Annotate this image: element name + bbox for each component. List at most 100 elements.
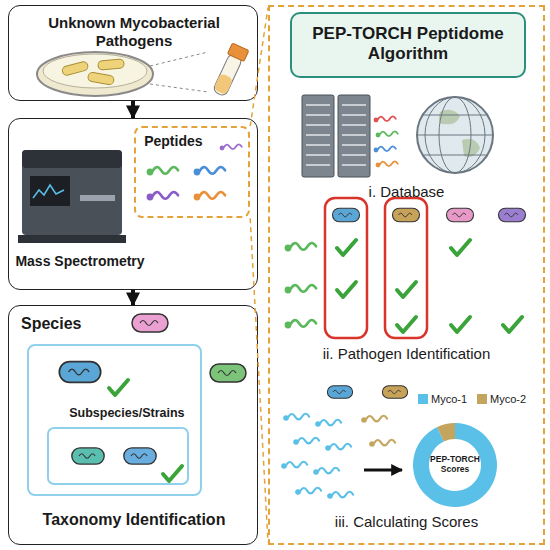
subspecies-box: Subspecies/Strains [27, 344, 202, 496]
box-title: Peptides [144, 133, 224, 150]
donut-label: PEP-TORCH Scores [428, 454, 482, 474]
check-mark [451, 240, 470, 255]
peptide [281, 462, 307, 469]
box-title: PEP-TORCH Peptidome Algorithm [300, 24, 516, 65]
process-box: Unknown Mycobacterial Pathogens [8, 5, 258, 101]
peptide [315, 420, 341, 427]
spectrometer-base [18, 235, 126, 243]
legend-label: Myco-1 [431, 393, 467, 405]
spectrometer-slot [80, 195, 115, 201]
spectrometer-top [22, 150, 122, 168]
bacterium [327, 386, 352, 399]
peptide [285, 243, 316, 252]
peptide [313, 468, 339, 475]
process-box: SpeciesTaxonomy Identification Subspecies… [8, 305, 258, 545]
peptide [295, 488, 321, 495]
globe-land [439, 110, 480, 157]
peptide-box: Peptides [134, 126, 250, 218]
bacterium [132, 314, 168, 332]
peptide [361, 416, 387, 423]
legend-label: Myco-2 [490, 393, 526, 405]
algorithm-panel: i. Databaseii. Pathogen Identificationii… [268, 5, 545, 545]
box-heading: Species [21, 314, 101, 333]
box-title: Taxonomy Identification [17, 510, 251, 529]
check-mark [397, 317, 416, 332]
bacillus [61, 61, 88, 76]
check-mark [109, 380, 128, 395]
match-highlight [385, 198, 427, 338]
bacillus [98, 59, 125, 70]
spectrometer-screen [30, 176, 70, 206]
peptide [220, 144, 242, 150]
step-heading: ii. Pathogen Identification [270, 345, 543, 363]
peptide [285, 320, 316, 329]
process-box: Mass Spectrometry Peptides [8, 118, 258, 290]
peptide [147, 167, 178, 176]
bacterium [59, 362, 100, 383]
bacillus [87, 72, 114, 85]
spectrometer-body [22, 150, 122, 235]
score-donut: PEP-TORCH Scores [413, 423, 497, 507]
tube-liquid [213, 73, 233, 95]
peptide [325, 444, 351, 451]
globe [417, 97, 493, 173]
check-mark [163, 466, 182, 481]
zoom-connector [250, 218, 268, 542]
legend-swatch [418, 394, 428, 404]
peptide [194, 192, 225, 201]
strain-box [48, 428, 188, 484]
sample-tube [211, 43, 249, 98]
spectrum-trace [33, 185, 64, 198]
petri-dish [37, 52, 153, 96]
legend-swatch [477, 394, 487, 404]
server-slots [306, 105, 366, 165]
bacterium [124, 448, 156, 464]
peptide [283, 414, 309, 421]
donut-segment [413, 423, 497, 507]
bacterium [382, 386, 407, 399]
peptide [376, 161, 398, 167]
peptide [147, 192, 178, 201]
peptide [285, 285, 316, 294]
check-mark [337, 282, 356, 297]
peptide [293, 438, 319, 445]
legend-item: Myco-1 [418, 393, 467, 405]
peptide [374, 146, 396, 152]
bacterium [72, 448, 104, 464]
bacterium [499, 208, 526, 222]
zoom-line [150, 52, 208, 66]
peptide [369, 440, 395, 447]
zoom-line [150, 84, 208, 92]
peptide [376, 131, 398, 137]
peptide [374, 116, 396, 122]
peptide [327, 492, 353, 499]
legend-item: Myco-2 [477, 393, 526, 405]
tube-cap [227, 43, 248, 61]
process-arrow [364, 469, 402, 472]
match-highlight [325, 198, 367, 338]
check-mark [397, 282, 416, 297]
donut-group [413, 423, 497, 507]
box-title: Unknown Mycobacterial Pathogens [31, 14, 237, 50]
zoom-connector [250, 8, 268, 126]
box-title: Mass Spectrometry [15, 253, 145, 270]
check-mark [503, 317, 522, 332]
score-legend: Myco-1 Myco-2 [418, 393, 526, 405]
petri-dish-inner [43, 54, 147, 88]
flow-arrow [131, 101, 135, 118]
peptide [194, 167, 225, 176]
header-box: PEP-TORCH Peptidome Algorithm [290, 12, 526, 78]
flow-arrow [131, 290, 135, 305]
tube-body [212, 53, 242, 97]
bacterium [447, 208, 474, 222]
box-title: Subspecies/Strains [69, 406, 201, 421]
bacterium [393, 208, 420, 222]
globe-parallels [417, 115, 493, 155]
check-mark [451, 317, 470, 332]
check-mark [337, 240, 356, 255]
step-heading: i. Database [270, 183, 543, 201]
donut-segment [437, 423, 455, 441]
bacterium [333, 208, 360, 222]
